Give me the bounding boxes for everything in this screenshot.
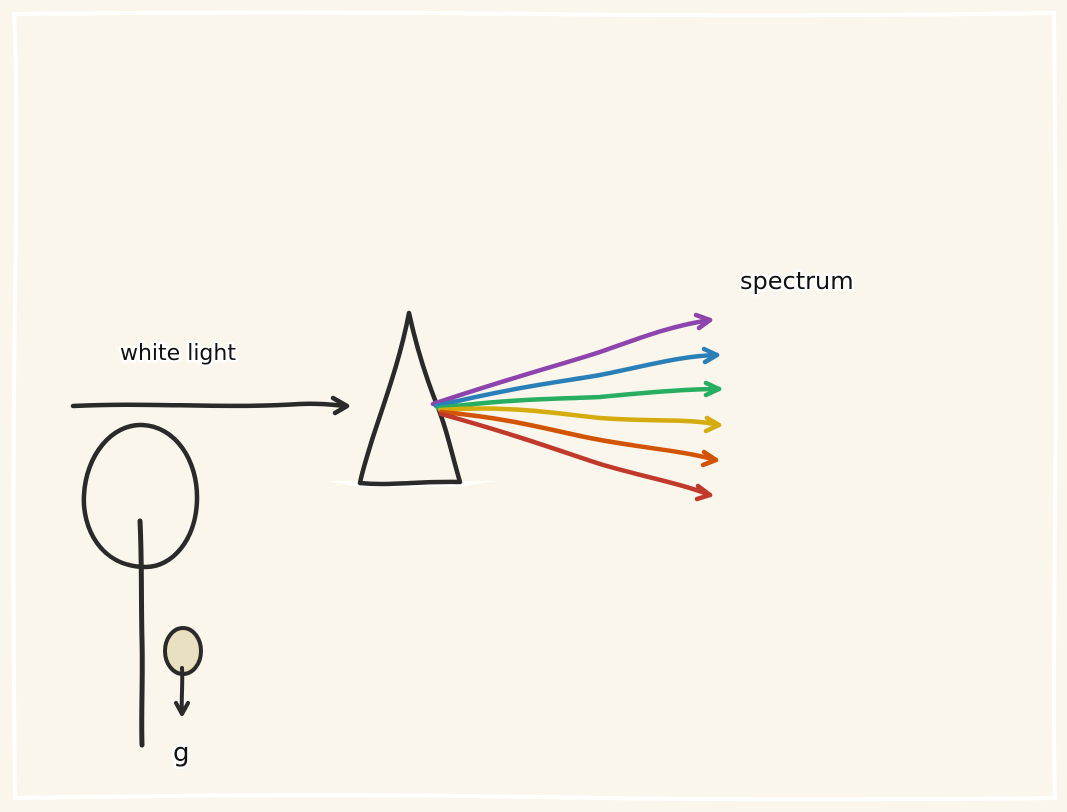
frame-border [11,10,1058,802]
label-white-light: white light [120,341,236,366]
spectrum-rays [430,312,722,502]
light-bulb-icon [81,422,200,748]
ray-blue [433,352,720,409]
prism-icon [328,310,496,487]
ray-red [438,411,713,498]
label-spectrum: spectrum [740,267,854,295]
white-light-beam [70,395,350,416]
ray-violet [430,317,713,407]
label-gravity: g [173,738,190,768]
ray-green [435,386,722,411]
arrow-down-icon [174,666,190,716]
ray-yellow [437,406,722,428]
ray-orange [438,409,719,463]
